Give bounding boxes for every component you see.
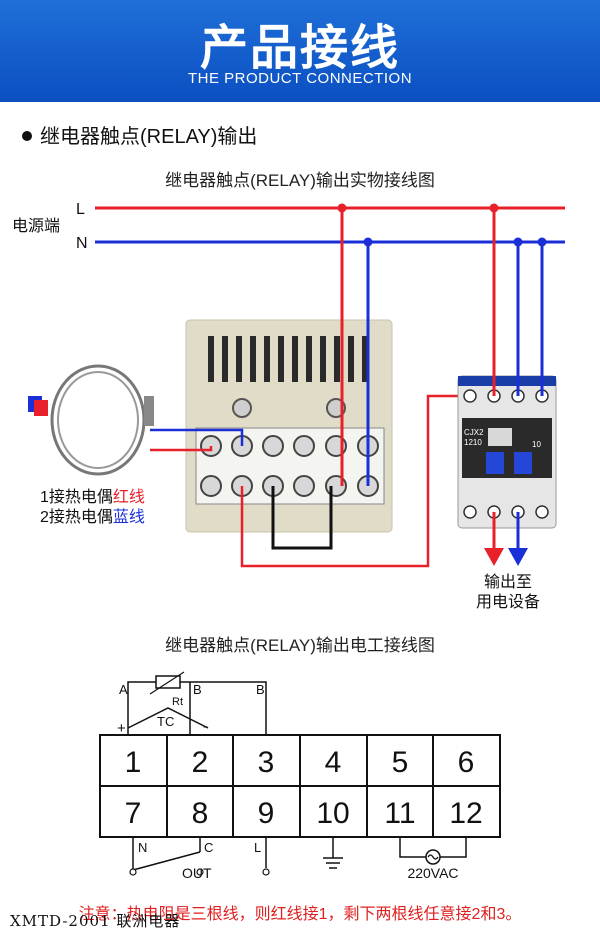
contactor-model-2: 1210 <box>464 438 482 447</box>
terminal-number: 2 <box>192 746 209 779</box>
terminal-number: 7 <box>125 797 142 830</box>
controller-vents <box>208 336 368 382</box>
terminal-number: 11 <box>384 797 415 830</box>
terminal-number: 12 <box>449 797 482 830</box>
label-B: B <box>193 682 202 697</box>
output-arrow-red <box>484 548 504 566</box>
blue-lead-wire <box>150 428 244 446</box>
thermocouple-probe <box>144 396 154 426</box>
page-title: 产品接线 <box>199 22 400 75</box>
terminal-number: 8 <box>192 797 209 830</box>
page-subtitle: THE PRODUCT CONNECTION <box>187 70 413 87</box>
label-C: C <box>204 840 213 855</box>
section-title: 继电器触点(RELAY)输出 <box>22 120 257 149</box>
schematic-caption: 继电器触点(RELAY)输出电工接线图 <box>165 636 435 655</box>
terminal-block <box>195 427 385 505</box>
terminal-numbers-top: 1 2 3 4 5 6 <box>125 746 475 779</box>
label-220VAC: 220VAC <box>407 865 458 881</box>
section-title-text: 继电器触点(RELAY)输出 <box>40 126 258 148</box>
thermocouple-note-1: 1接热电偶红线 <box>40 488 145 506</box>
mount-screw-left <box>232 398 252 418</box>
jumper-wire <box>271 486 333 550</box>
label-A: A <box>119 682 128 697</box>
terminal-number: 10 <box>316 797 349 830</box>
terminal-number: 9 <box>258 797 275 830</box>
label-Rt: Rt <box>172 696 183 708</box>
ground-icon <box>323 837 343 869</box>
label-L: L <box>254 840 261 855</box>
terminal-number: 1 <box>125 746 142 779</box>
terminal-number: 4 <box>325 746 342 779</box>
line-L-label: L <box>76 201 85 218</box>
label-minus: - <box>203 718 208 735</box>
label-B2: B <box>256 682 265 697</box>
thermocouple-symbol <box>127 707 209 729</box>
watermark: XMTD-2001 联洲电器 <box>10 912 181 930</box>
power-label: 电源端 <box>12 217 60 235</box>
output-label-2: 用电设备 <box>476 593 540 611</box>
label-OUT: OUT <box>182 865 212 881</box>
line-N-label: N <box>76 235 88 252</box>
output-label-1: 输出至 <box>484 573 532 591</box>
terminal-numbers-bottom: 7 8 9 10 11 12 <box>125 797 483 830</box>
terminal-number: 6 <box>458 746 475 779</box>
terminal-number: 5 <box>392 746 409 779</box>
relay-switch-symbol <box>132 851 201 871</box>
thermocouple-plug-red <box>34 400 48 416</box>
contactor-model-1: CJX2 <box>464 428 484 437</box>
terminal-number: 3 <box>258 746 275 779</box>
contactor-label-10: 10 <box>532 440 541 449</box>
thermocouple-note-2: 2接热电偶蓝线 <box>40 508 145 526</box>
red-lead-wire <box>150 446 213 452</box>
physical-diagram-caption: 继电器触点(RELAY)输出实物接线图 <box>165 171 435 190</box>
label-plus: + <box>117 720 126 737</box>
output-arrow-blue <box>508 548 528 566</box>
output-control-wire <box>240 394 466 568</box>
header-banner: 产品接线 THE PRODUCT CONNECTION <box>0 0 600 102</box>
label-N: N <box>138 840 147 855</box>
bullet-icon <box>22 130 32 141</box>
label-TC: TC <box>157 714 174 729</box>
wiring-note: 注意：热电阻是三根线，则红线接1，剩下两根线任意接2和3。 <box>78 906 522 923</box>
